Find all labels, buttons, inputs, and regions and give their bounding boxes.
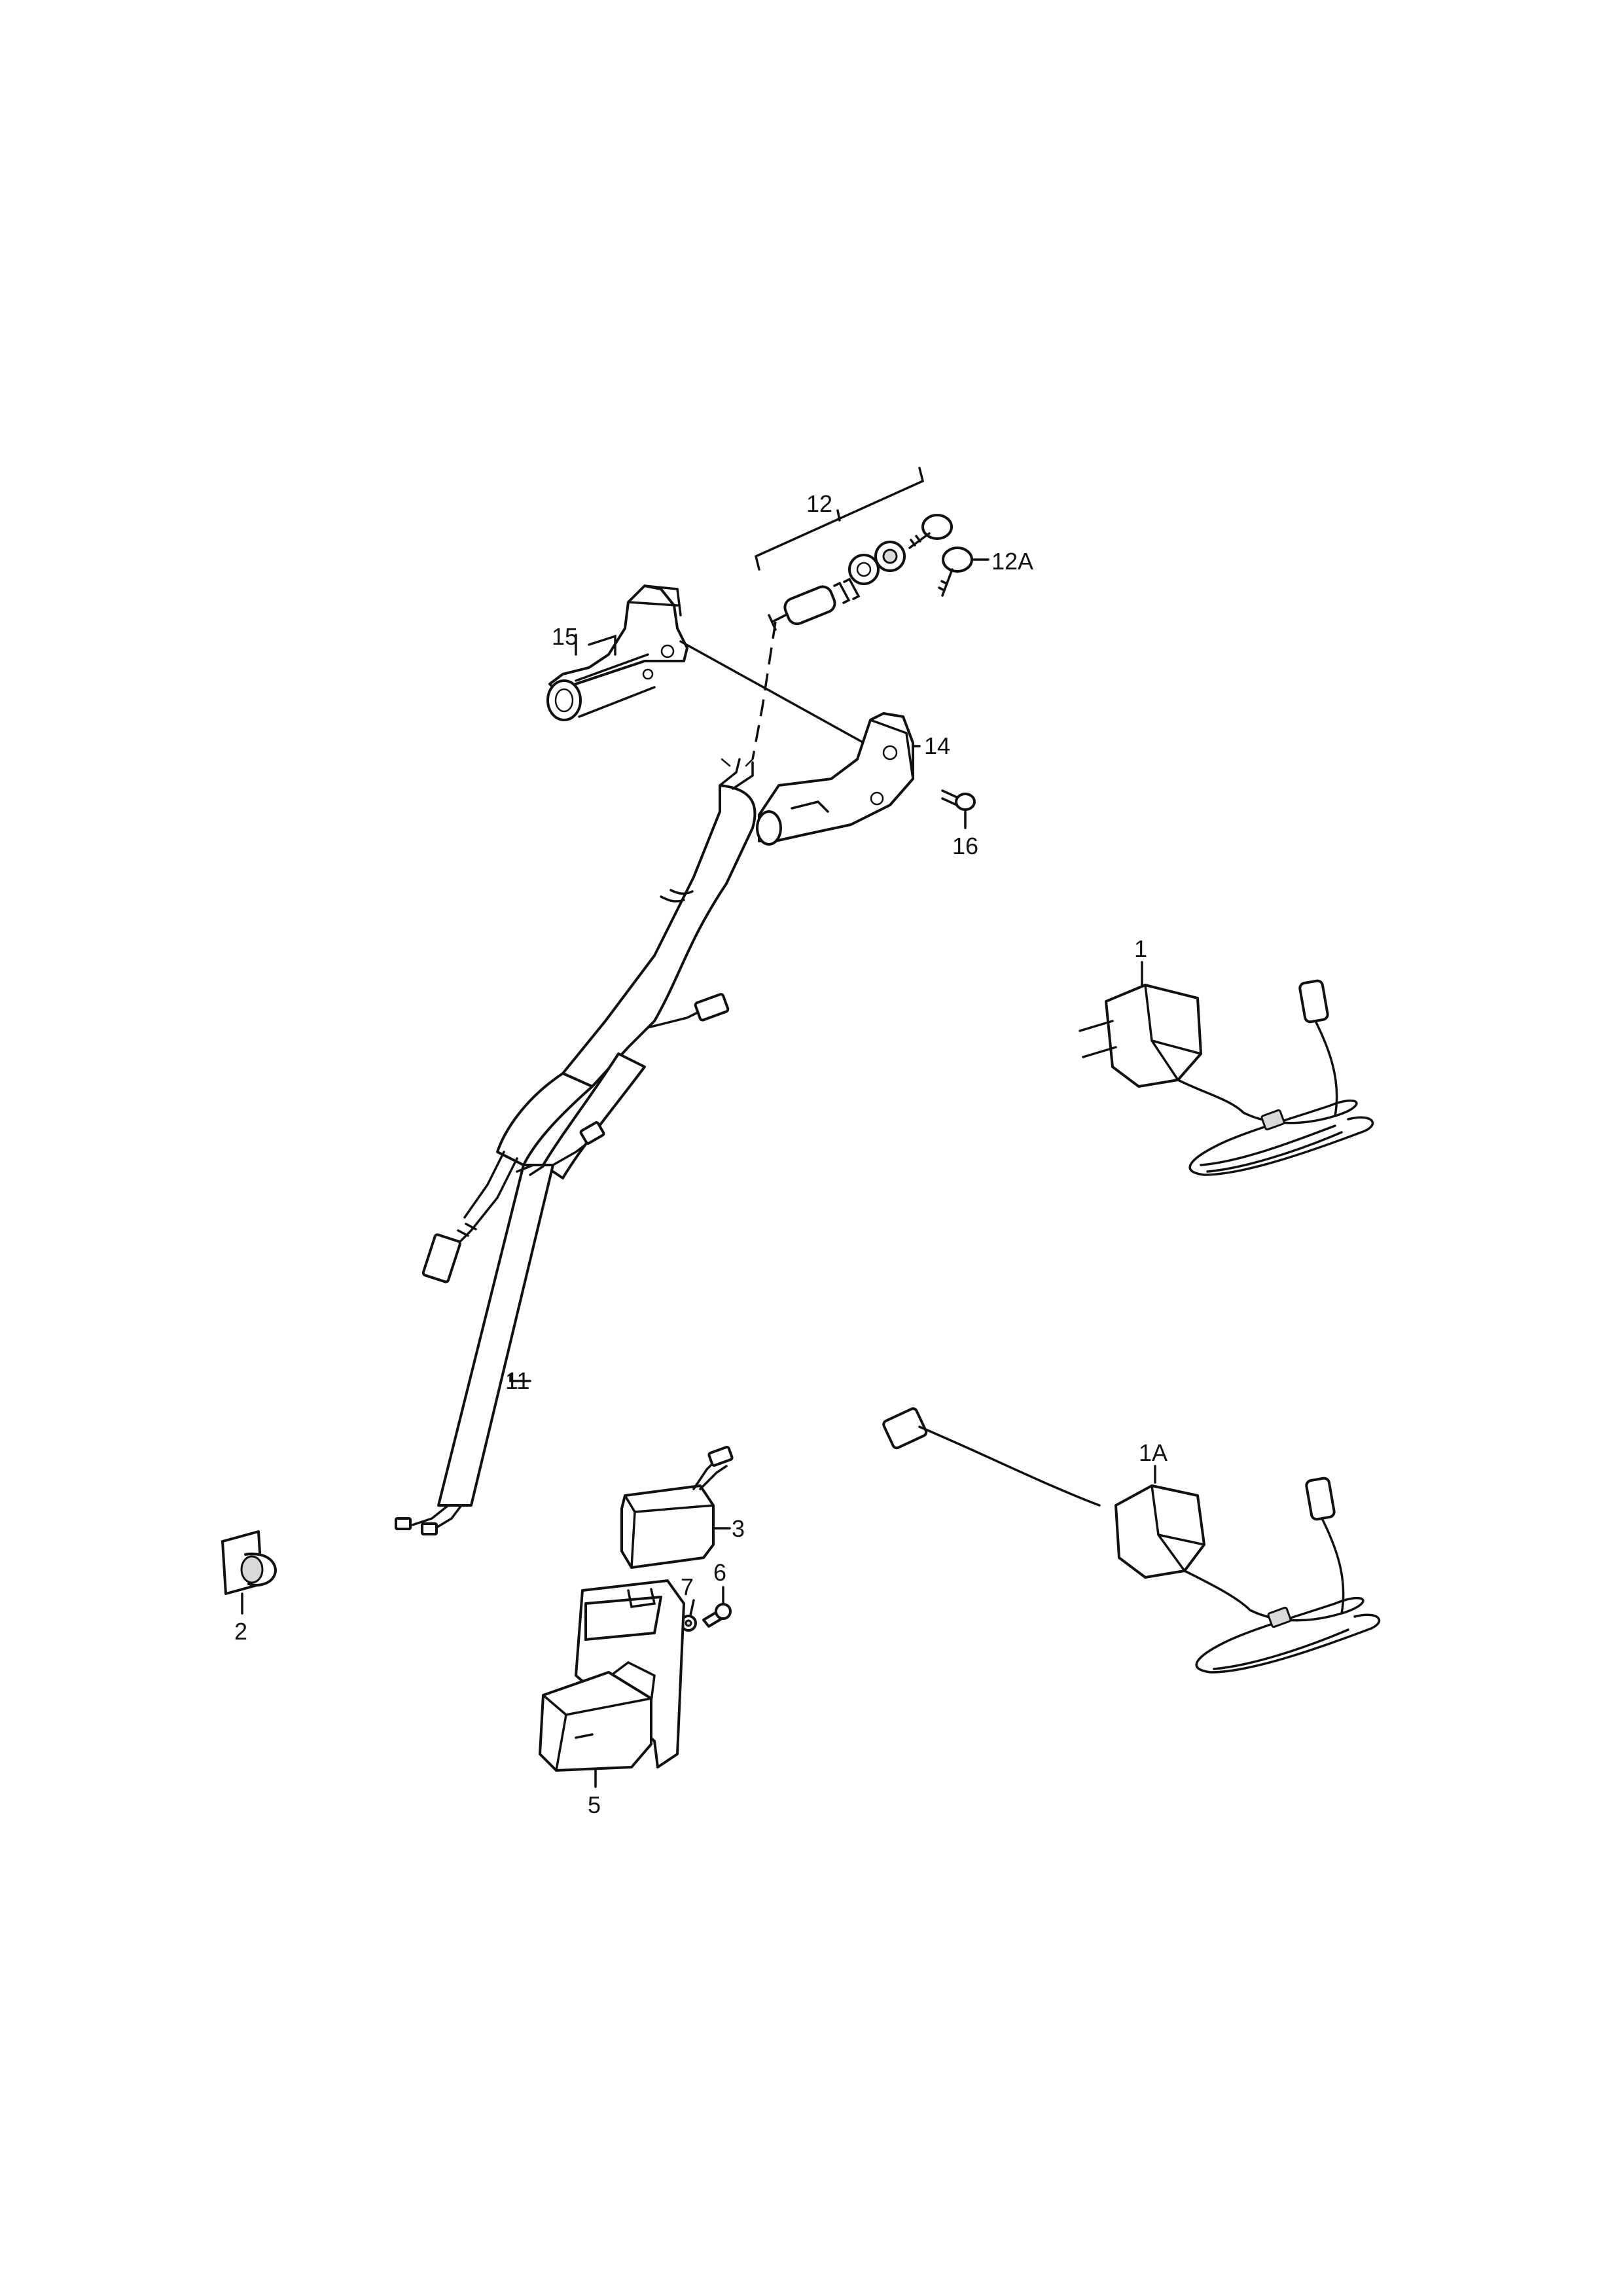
keys-12a [908, 514, 990, 597]
callout-15: 15 [552, 623, 578, 650]
callout-12: 12 [806, 490, 832, 517]
callout-12a: 12A [991, 548, 1033, 575]
callout-3: 3 [732, 1515, 745, 1542]
callout-16: 16 [952, 833, 978, 859]
charger-uk-1a [882, 1407, 1381, 1674]
callout-5: 5 [588, 1791, 601, 1818]
leader-15-14 [679, 640, 865, 744]
callout-1: 1 [1134, 935, 1147, 962]
callout-7: 7 [681, 1573, 694, 1600]
cable-harness-11 [395, 758, 757, 1535]
callout-1a: 1A [1139, 1439, 1168, 1466]
callout-2: 2 [234, 1618, 247, 1645]
lock-assembly-12 [754, 467, 925, 631]
charger-eu-1 [1079, 961, 1374, 1176]
battery-3 [620, 1445, 734, 1569]
clip-2 [221, 1530, 277, 1615]
washer-7 [680, 1599, 697, 1632]
callout-labels: 12 12A 15 14 16 1 11 1A 3 7 6 2 5 [234, 490, 1168, 1818]
callout-11: 11 [505, 1367, 529, 1394]
mounting-bracket-14 [756, 712, 921, 846]
handle-clip-15 [546, 584, 688, 721]
callout-6: 6 [713, 1559, 726, 1586]
battery-holder-5 [539, 1579, 685, 1788]
dashed-leader [751, 621, 777, 760]
callout-14: 14 [924, 732, 950, 759]
screw-6 [702, 1586, 732, 1628]
screw-16 [941, 789, 976, 829]
